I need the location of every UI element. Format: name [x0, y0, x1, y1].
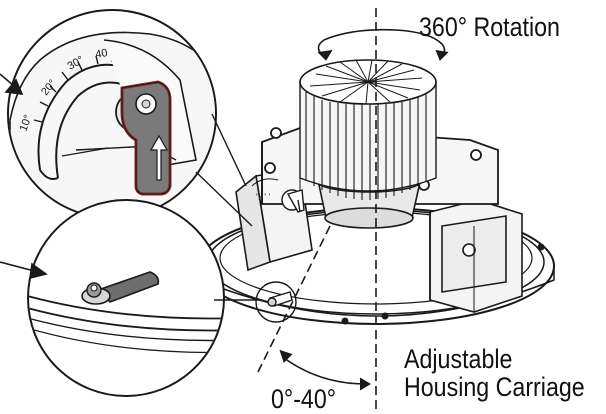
pointer-arrow-top [0, 73, 24, 95]
heat-sink-fins [305, 92, 427, 200]
leveling-tab-lever [81, 271, 160, 305]
housing-carriage-label-line2: Housing Carriage [404, 372, 585, 403]
leader-lines [195, 113, 258, 301]
rotation-arrow [317, 28, 449, 61]
callout-leveling-tab [27, 199, 225, 397]
svg-text:' ∕ ' ': ' ∕ ' ' [256, 192, 270, 202]
angle-arc-arrow [279, 349, 371, 391]
carriage-bracket-right [429, 199, 523, 313]
housing-carriage-label-line1: Adjustable [404, 344, 513, 374]
svg-text:10°: 10° [18, 113, 35, 133]
heat-sink [299, 59, 437, 200]
callout-tilt-lock: 10° 20° 30° 40° [7, 9, 217, 219]
pointer-arrow-bottom [0, 261, 48, 280]
leveling-tab-small [255, 281, 297, 323]
tilt-angle-label: 0°-40° [271, 384, 337, 414]
rotation-label: 360° Rotation [419, 12, 560, 42]
tilt-lock-detail-small: ' ∕ ' ' [251, 178, 305, 213]
housing-carriage-label: Adjustable Housing Carriage [404, 345, 585, 402]
tilt-lock-lever [120, 80, 172, 196]
